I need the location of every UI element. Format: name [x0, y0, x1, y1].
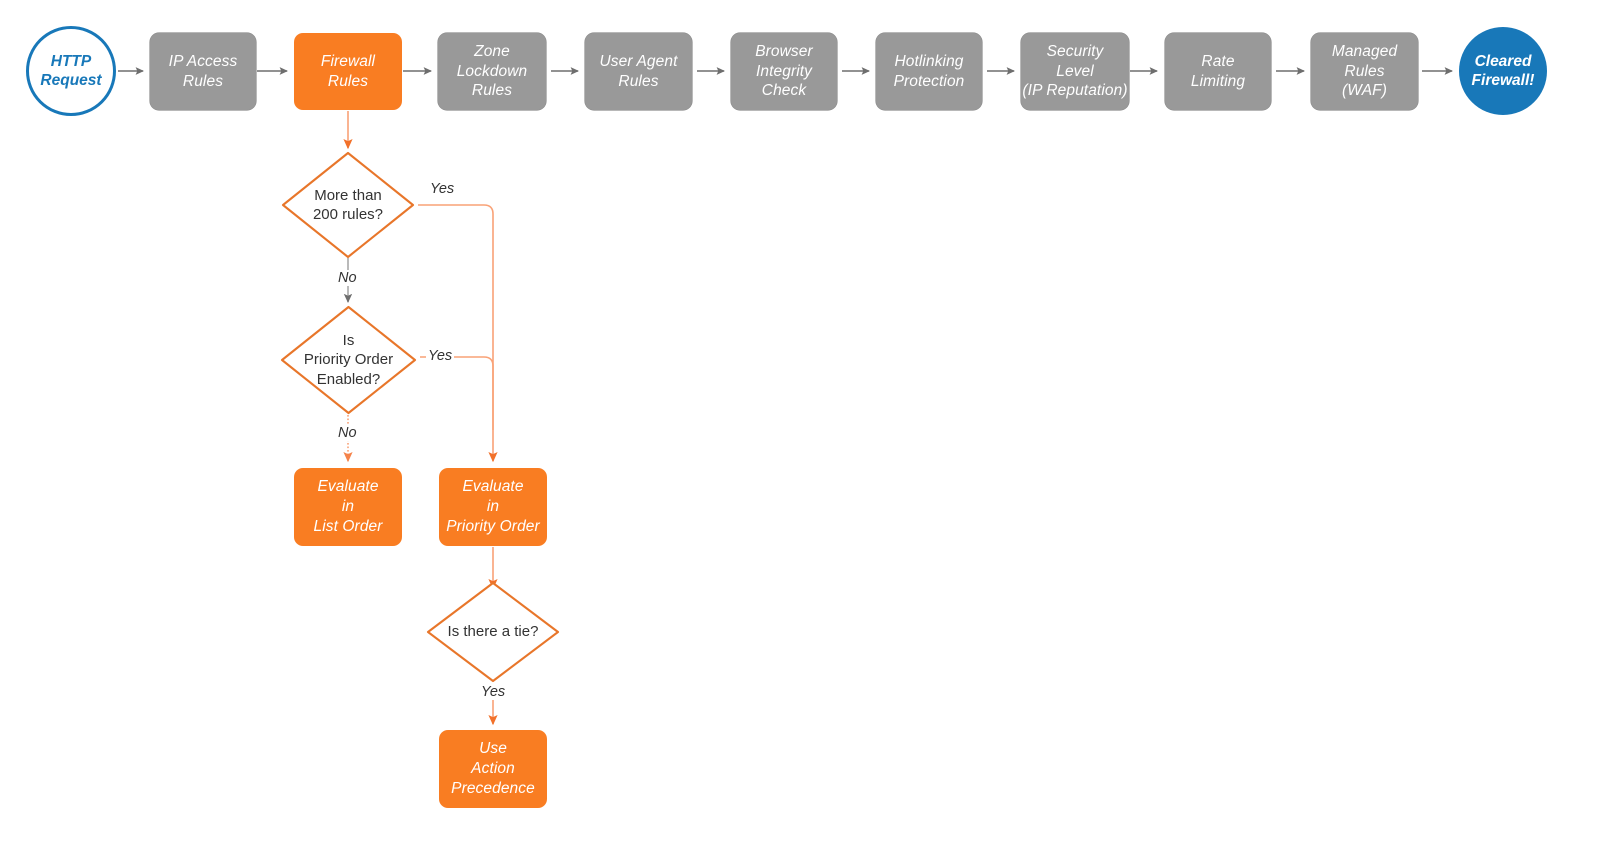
decision-label: Is Priority Order Enabled?: [303, 332, 394, 388]
edge-label-tie-yes: Yes: [479, 684, 508, 700]
node-evaluate-in-priority-order[interactable]: Evaluate in Priority Order: [439, 468, 547, 546]
node-label: Cleared Firewall!: [1471, 52, 1535, 89]
node-label: IP Access Rules: [168, 52, 238, 90]
node-label: Browser Integrity Check: [755, 42, 813, 100]
node-label: Security Level (IP Reputation): [1022, 42, 1128, 100]
decision-is-there-a-tie[interactable]: Is there a tie?: [425, 580, 561, 684]
node-ip-access-rules[interactable]: IP Access Rules: [150, 33, 256, 110]
node-label: HTTP Request: [40, 52, 102, 89]
node-user-agent-rules[interactable]: User Agent Rules: [585, 33, 692, 110]
edge-label-priority-order-yes: Yes: [426, 348, 455, 364]
node-cleared-firewall[interactable]: Cleared Firewall!: [1459, 27, 1547, 115]
node-label: Managed Rules (WAF): [1331, 42, 1398, 100]
node-label: Rate Limiting: [1190, 52, 1246, 90]
node-rate-limiting[interactable]: Rate Limiting: [1165, 33, 1271, 110]
node-label: Hotlinking Protection: [893, 52, 965, 90]
edge-label-priority-order-no: No: [336, 425, 359, 441]
node-zone-lockdown-rules[interactable]: Zone Lockdown Rules: [438, 33, 546, 110]
decision-label: Is there a tie?: [447, 623, 539, 641]
decision-is-priority-order-enabled[interactable]: Is Priority Order Enabled?: [279, 304, 418, 416]
node-label: Use Action Precedence: [451, 740, 535, 797]
edge-label-more-than-200-no: No: [336, 270, 359, 286]
diamond-shape: [426, 581, 560, 683]
node-firewall-rules[interactable]: Firewall Rules: [294, 33, 402, 110]
node-security-level[interactable]: Security Level (IP Reputation): [1021, 33, 1129, 110]
node-label: Firewall Rules: [320, 52, 376, 90]
node-label: User Agent Rules: [599, 52, 678, 90]
node-managed-rules-waf[interactable]: Managed Rules (WAF): [1311, 33, 1418, 110]
diamond-shape: [280, 305, 417, 415]
edge-label-more-than-200-yes: Yes: [428, 181, 457, 197]
node-label: Evaluate in Priority Order: [446, 478, 540, 535]
decision-more-than-200-rules[interactable]: More than 200 rules?: [280, 150, 416, 260]
node-label: Evaluate in List Order: [313, 478, 383, 535]
diamond-shape: [281, 151, 415, 259]
decision-label: More than 200 rules?: [312, 186, 384, 223]
node-evaluate-in-list-order[interactable]: Evaluate in List Order: [294, 468, 402, 546]
node-hotlinking-protection[interactable]: Hotlinking Protection: [876, 33, 982, 110]
node-use-action-precedence[interactable]: Use Action Precedence: [439, 730, 547, 808]
node-label: Zone Lockdown Rules: [456, 42, 528, 100]
node-browser-integrity-check[interactable]: Browser Integrity Check: [731, 33, 837, 110]
node-http-request[interactable]: HTTP Request: [26, 26, 116, 116]
